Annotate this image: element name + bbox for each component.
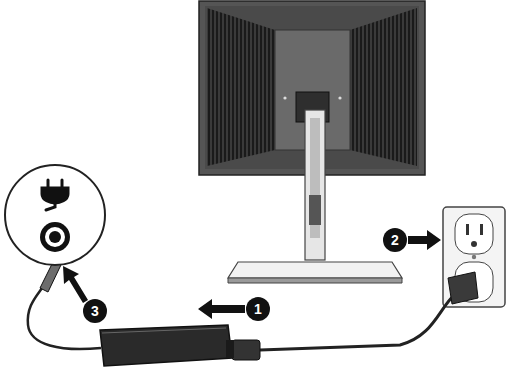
power-jack-inset [5,165,105,265]
callout-number: 1 [247,298,269,320]
callout-discs [83,228,407,323]
wall-outlet [443,207,505,307]
power-adapter [100,325,234,366]
callout-number: 2 [384,229,406,251]
monitor [199,1,425,283]
ac-power-cord [232,272,478,360]
callout-number: 3 [84,300,106,322]
